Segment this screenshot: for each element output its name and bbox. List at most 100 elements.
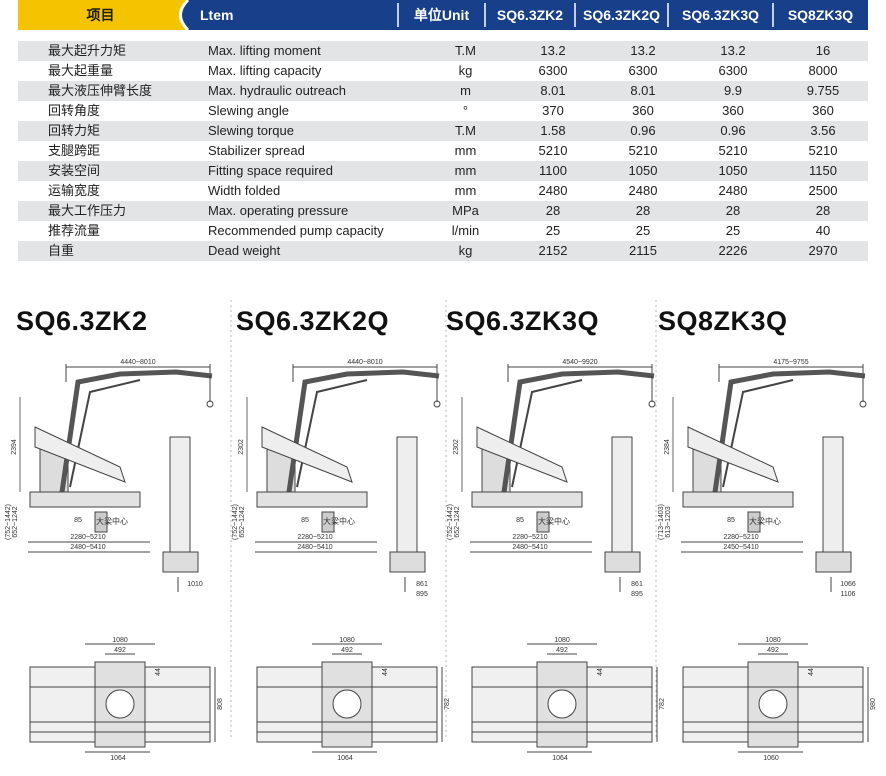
spec-unit: m — [423, 81, 508, 101]
spread-dimension: 2280~5210 — [297, 534, 332, 541]
spec-unit: mm — [454, 183, 477, 198]
spec-name-cn: 安装空间 — [18, 161, 208, 181]
spec-value-model-3: 0.96 — [688, 121, 778, 141]
outreach-dimension: 4540~9920 — [562, 359, 597, 366]
spec-value-model-3: 9.9 — [688, 81, 778, 101]
separator-2 — [445, 300, 447, 738]
spec-name-en: Slewing torque — [208, 121, 423, 141]
spec-name-en: Fitting space required — [208, 161, 423, 181]
spec-value-model-1: 28 — [508, 201, 598, 221]
width-dimension: 2480~5410 — [297, 544, 332, 551]
height-dimension: 2302 — [238, 439, 245, 455]
spec-value-model-1: 8.01 — [508, 81, 598, 101]
offset-dimension: 85 — [727, 517, 735, 524]
leg-range-dimension-2: 652~1242 — [239, 506, 246, 537]
outreach-dimension: 4440~8010 — [120, 359, 155, 366]
top-small-dimension: 44 — [597, 668, 604, 676]
beam-center-label: 大梁中心 — [96, 516, 128, 526]
top-mid-dimension: 492 — [114, 647, 126, 654]
spec-name-cn: 最大起重量 — [48, 63, 114, 78]
spec-value-model-3: 2226 — [688, 241, 778, 261]
spec-value-model-2: 2115 — [598, 241, 688, 261]
header-unit: 单位Unit — [413, 7, 470, 23]
width-dimension: 2480~5410 — [70, 544, 105, 551]
spec-value-model-3: 360 — [722, 103, 744, 118]
top-small-dimension: 44 — [382, 668, 389, 676]
model-title-2: SQ6.3ZK2Q — [236, 306, 390, 336]
spec-value-model-4: 28 — [778, 201, 868, 221]
spec-unit: T.M — [423, 41, 508, 61]
spec-value-model-2: 13.2 — [598, 41, 688, 61]
spec-unit: mm — [454, 143, 477, 158]
top-bottom-dimension: 1064 — [337, 755, 353, 762]
header-item: 项目 — [86, 7, 115, 23]
top-small-dimension: 44 — [808, 668, 815, 676]
top-height-dimension: 980 — [870, 698, 877, 710]
spec-value-model-3: 6300 — [718, 63, 748, 78]
spec-value-model-2: 5210 — [628, 143, 658, 158]
spec-name-cn: 最大工作压力 — [18, 201, 208, 221]
spec-value-model-2: 25 — [635, 223, 651, 238]
beam-center-label: 大梁中心 — [749, 516, 781, 526]
spec-name-en: Recommended pump capacity — [208, 223, 384, 238]
spec-value-model-4: 2970 — [778, 241, 868, 261]
outreach-dimension: 4440~8010 — [347, 359, 382, 366]
spec-value-model-4: 2500 — [808, 183, 838, 198]
spec-value-model-2: 28 — [598, 201, 688, 221]
spec-value-model-4: 5210 — [808, 143, 838, 158]
side-width-dimension: 1066 — [840, 581, 856, 588]
spec-value-model-2: 8.01 — [598, 81, 688, 101]
spec-name-en: Max. lifting moment — [208, 41, 423, 61]
top-width-dimension: 1080 — [339, 637, 355, 644]
spec-value-model-4: 8000 — [808, 63, 838, 78]
spec-value-model-1: 2480 — [538, 183, 568, 198]
leg-range-dimension-2: 613~1203 — [665, 506, 672, 537]
spec-value-model-3: 2480 — [718, 183, 748, 198]
top-width-dimension: 1080 — [765, 637, 781, 644]
leg-range-dimension-2: 652~1242 — [454, 506, 461, 537]
leg-range-dimension: (752~1442) — [447, 504, 454, 540]
spec-unit: kg — [458, 63, 473, 78]
width-dimension: 2480~5410 — [512, 544, 547, 551]
top-mid-dimension: 492 — [556, 647, 568, 654]
spec-value-model-1: 370 — [542, 103, 564, 118]
header-model-3: SQ6.3ZK3Q — [681, 7, 760, 23]
side-width-dimension-2: 895 — [416, 591, 428, 598]
spec-name-en: Dead weight — [208, 241, 423, 261]
offset-dimension: 85 — [516, 517, 524, 524]
spec-value-model-4: 1150 — [778, 161, 868, 181]
beam-center-label: 大梁中心 — [538, 516, 570, 526]
spec-unit: kg — [423, 241, 508, 261]
spec-name-en: Slewing angle — [208, 103, 289, 118]
spec-value-model-1: 13.2 — [508, 41, 598, 61]
header-model-4: SQ8ZK3Q — [787, 7, 854, 23]
spec-value-model-2: 1050 — [598, 161, 688, 181]
spec-name-en: Stabilizer spread — [208, 143, 305, 158]
top-small-dimension: 44 — [155, 668, 162, 676]
top-bottom-dimension: 1060 — [763, 755, 779, 762]
spec-unit: MPa — [423, 201, 508, 221]
spec-name-cn: 最大液压伸臂长度 — [18, 81, 208, 101]
spec-unit: l/min — [451, 223, 480, 238]
spec-name-en: Width folded — [208, 183, 281, 198]
spec-name-cn: 最大起升力矩 — [18, 41, 208, 61]
top-view-drawing: 1080 492 980 1060 44 — [682, 637, 877, 762]
top-mid-dimension: 492 — [767, 647, 779, 654]
spec-value-model-4: 3.56 — [778, 121, 868, 141]
side-width-dimension: 1010 — [187, 581, 203, 588]
spec-value-model-3: 13.2 — [688, 41, 778, 61]
outreach-dimension: 4175~9755 — [773, 359, 808, 366]
spec-name-cn: 回转力矩 — [18, 121, 208, 141]
spec-table-header: 项目 Ltem 单位Unit SQ6.3ZK2 SQ6.3ZK2Q SQ6.3Z… — [18, 0, 868, 30]
